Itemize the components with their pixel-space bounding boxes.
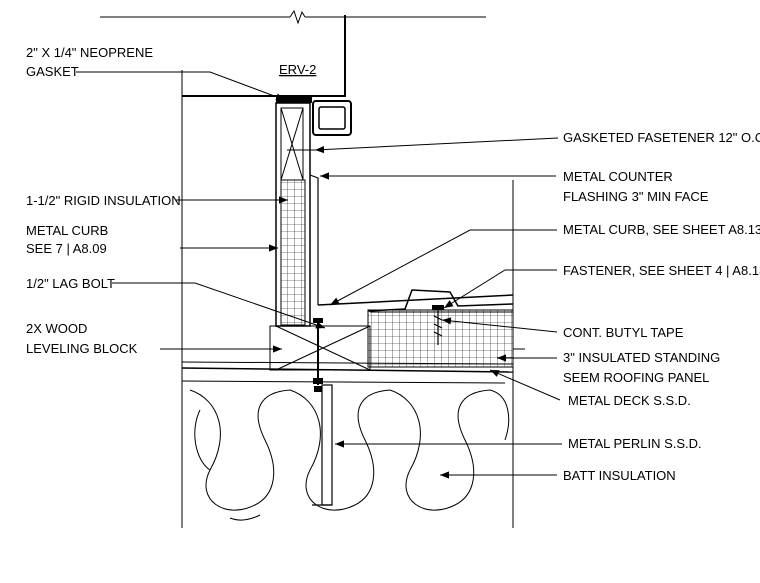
- leader-lines: [76, 71, 562, 479]
- label-lag-bolt: 1/2" LAG BOLT: [26, 276, 115, 291]
- label-roofing-panel-1: 3" INSULATED STANDING: [563, 350, 720, 365]
- panel-fastener: [432, 305, 444, 345]
- gasket-and-tube: [276, 97, 352, 136]
- label-fastener-sheet: FASTENER, SEE SHEET 4 | A8.13: [563, 263, 760, 278]
- label-gasket-2: GASKET: [26, 64, 79, 79]
- label-metal-deck: METAL DECK S.S.D.: [568, 393, 691, 408]
- label-gasketed-fastener: GASKETED FASETENER 12" O.C.: [563, 130, 760, 145]
- label-metal-curb-2: SEE 7 | A8.09: [26, 241, 107, 256]
- label-metal-curb-sheet: METAL CURB, SEE SHEET A8.13: [563, 222, 760, 237]
- erv-tag: ERV-2: [279, 62, 316, 77]
- label-counter-flashing-1: METAL COUNTER: [563, 169, 673, 184]
- label-gasket-1: 2" X 1/4" NEOPRENE: [26, 45, 153, 60]
- labels-right: GASKETED FASETENER 12" O.C. METAL COUNTE…: [563, 130, 760, 483]
- label-butyl-tape: CONT. BUTYL TAPE: [563, 325, 684, 340]
- batt-insulation: [189, 389, 510, 521]
- reference-lines: [181, 70, 514, 528]
- label-roofing-panel-2: SEEM ROOFING PANEL: [563, 370, 709, 385]
- metal-curb-wall: [275, 102, 322, 327]
- lag-bolt: [313, 318, 323, 392]
- label-batt-insulation: BATT INSULATION: [563, 468, 676, 483]
- erv-unit: ERV-2: [100, 9, 486, 97]
- roof-assembly: [173, 289, 525, 384]
- label-wood-block-2: LEVELING BLOCK: [26, 341, 138, 356]
- label-wood-block-1: 2X WOOD: [26, 321, 87, 336]
- label-metal-perlin: METAL PERLIN S.S.D.: [568, 436, 702, 451]
- labels-left: 2" X 1/4" NEOPRENE GASKET 1-1/2" RIGID I…: [26, 45, 181, 356]
- metal-purlin: [312, 384, 333, 506]
- label-counter-flashing-2: FLASHING 3" MIN FACE: [563, 189, 709, 204]
- label-metal-curb-1: METAL CURB: [26, 223, 108, 238]
- label-rigid-insulation: 1-1/2" RIGID INSULATION: [26, 193, 181, 208]
